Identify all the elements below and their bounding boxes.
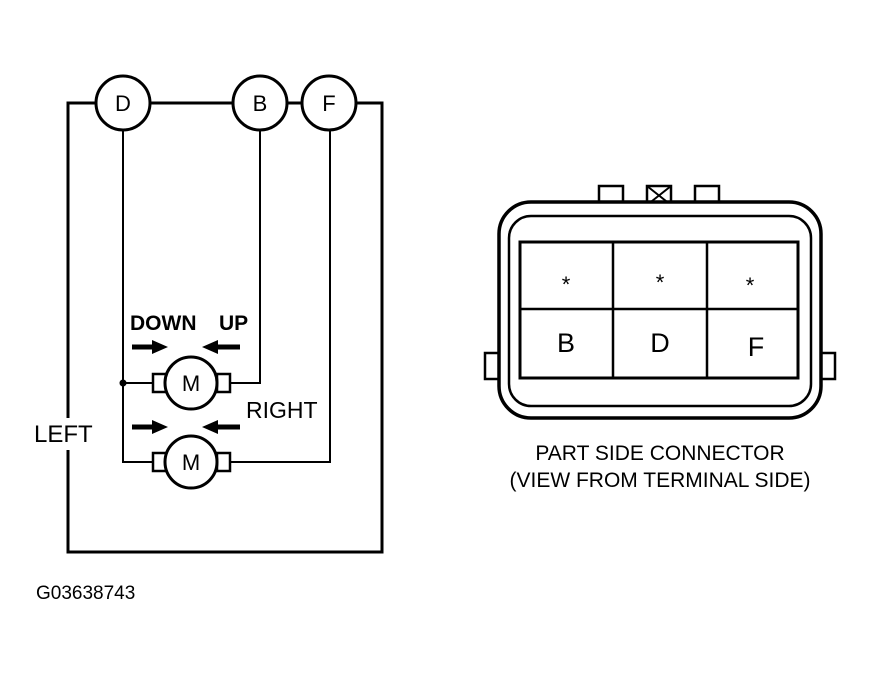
- outer-loop-wire: [66, 101, 384, 554]
- junction-dot: [119, 379, 127, 387]
- arrow-left-icon: [132, 420, 168, 434]
- terminal-f: F: [300, 74, 358, 132]
- cavity-top-3: *: [746, 273, 755, 298]
- cavity-top-2: *: [656, 270, 665, 295]
- label-down: DOWN: [130, 312, 197, 335]
- cavity-b: B: [557, 328, 575, 358]
- lower-motor: M: [151, 434, 232, 490]
- wire-f-to-lower-motor: [226, 130, 331, 463]
- arrow-right-icon: [202, 420, 240, 434]
- terminal-d-label: D: [115, 91, 131, 116]
- wire-d-common: [122, 130, 158, 463]
- part-side-connector: * * * B D F: [483, 184, 837, 420]
- lower-motor-label: M: [182, 450, 200, 475]
- terminal-f-label: F: [322, 91, 335, 116]
- wire-b-to-upper-motor: [226, 130, 261, 384]
- connector-caption-line1: PART SIDE CONNECTOR: [535, 442, 784, 465]
- terminal-b-label: B: [253, 91, 268, 116]
- arrow-down-icon: [132, 340, 168, 354]
- label-right: RIGHT: [246, 397, 318, 423]
- upper-motor: M: [151, 355, 232, 411]
- figure-id: G03638743: [36, 583, 135, 604]
- label-left: LEFT: [34, 421, 93, 448]
- terminal-b: B: [231, 74, 289, 132]
- arrow-up-icon: [202, 340, 240, 354]
- cavity-top-1: *: [562, 272, 571, 297]
- terminal-d: D: [94, 74, 152, 132]
- connector-caption-line2: (VIEW FROM TERMINAL SIDE): [509, 469, 810, 492]
- cavity-d: D: [650, 328, 670, 358]
- upper-motor-label: M: [182, 371, 200, 396]
- cavity-f: F: [748, 332, 765, 362]
- label-up: UP: [219, 312, 248, 335]
